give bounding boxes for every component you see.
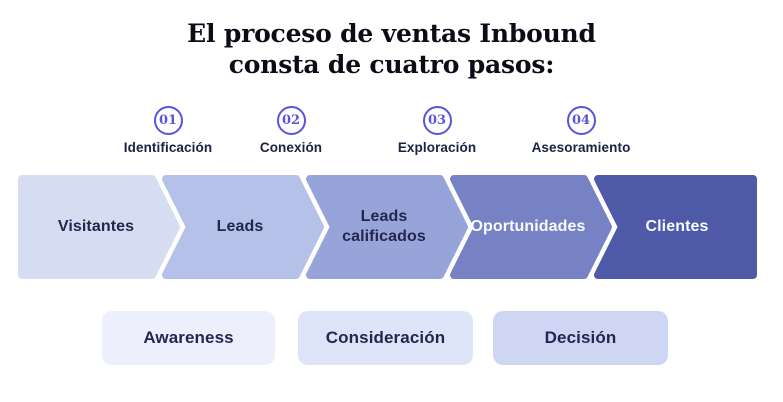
- stage-label-clientes: Clientes: [645, 218, 709, 235]
- step-label: Identificación: [123, 140, 213, 155]
- chevron-shape-leads: [162, 175, 324, 279]
- stage-label-visitantes: Visitantes: [57, 218, 135, 235]
- phase-box-awareness: Awareness: [102, 311, 275, 365]
- funnel-arrow-flow: [18, 175, 757, 279]
- step-label: Asesoramiento: [531, 140, 631, 155]
- step-number-badge: 04: [566, 106, 596, 135]
- step-number-badge: 02: [276, 106, 306, 135]
- step-item-conexion: 02 Conexión: [216, 106, 366, 155]
- step-number: 04: [571, 113, 591, 128]
- stage-label-oportunidades: Oportunidades: [470, 218, 586, 235]
- step-number-badge: 03: [422, 106, 452, 135]
- step-item-identificacion: 01 Identificación: [93, 106, 243, 155]
- step-number: 03: [427, 113, 447, 128]
- stage-label-leads-calificados: Leads calificados: [342, 208, 426, 245]
- step-label: Exploración: [397, 140, 477, 155]
- chevron-shape-clientes: [594, 175, 757, 279]
- chevron-shape-oportunidades: [450, 175, 612, 279]
- page-title: El proceso de ventas Inbound consta de c…: [187, 19, 596, 79]
- stage-label-leads: Leads: [216, 218, 264, 235]
- step-number: 02: [281, 113, 301, 128]
- phase-box-consideracion: Consideración: [298, 311, 473, 365]
- step-label: Conexión: [259, 140, 323, 155]
- chevron-shape-visitantes: [18, 175, 180, 279]
- step-number-badge: 01: [153, 106, 183, 135]
- step-item-asesoramiento: 04 Asesoramiento: [506, 106, 656, 155]
- phase-box-decision: Decisión: [493, 311, 668, 365]
- step-item-exploracion: 03 Exploración: [362, 106, 512, 155]
- chevron-shape-leads-calificados: [306, 175, 468, 279]
- step-number: 01: [158, 113, 178, 128]
